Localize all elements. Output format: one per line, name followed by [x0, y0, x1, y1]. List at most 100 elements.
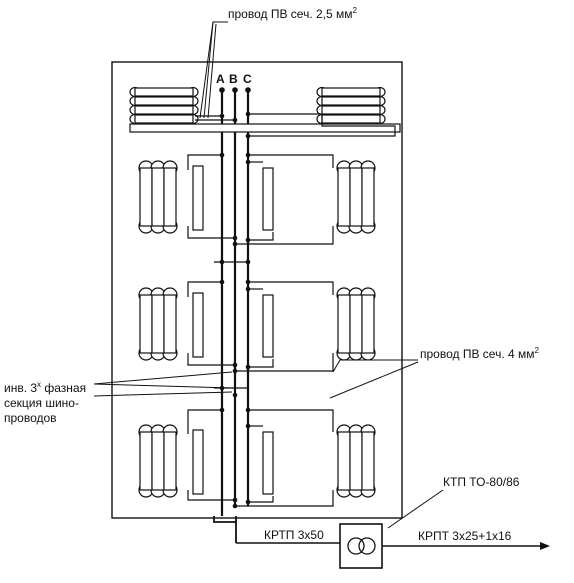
coil-element [349, 294, 363, 354]
coil-element [163, 294, 177, 354]
junction-dot [232, 241, 238, 247]
junction-dot [232, 497, 238, 503]
coil-turn [321, 96, 381, 106]
junction-dot [219, 259, 225, 265]
wire-path [187, 154, 222, 170]
heater-rows [138, 152, 376, 509]
junction-dot [232, 362, 238, 368]
coil-element [151, 431, 165, 491]
junction-dot [219, 152, 225, 158]
leader-busbar-2 [93, 383, 233, 389]
junction-dot [245, 423, 251, 429]
busbar-label-line1: инв. 3х фазная [4, 380, 86, 395]
junction-dot [245, 159, 251, 165]
top-wire [248, 113, 396, 137]
junction-dot [245, 279, 251, 285]
leader-ktp [387, 489, 444, 529]
wire-path [187, 226, 235, 239]
heater-row [138, 407, 376, 509]
heater-element [192, 292, 204, 358]
wire-path [235, 353, 334, 372]
leader-top-3 [207, 23, 217, 119]
busbar-section [213, 87, 251, 543]
top-coil-group [129, 86, 401, 139]
heater-row [138, 279, 376, 374]
coil-element [361, 294, 375, 354]
coil-element [139, 167, 153, 227]
wire-path [248, 409, 334, 432]
junction-dot [245, 133, 251, 139]
heater-row [138, 152, 376, 247]
phase-b-label: B [229, 72, 238, 86]
cable-arrow [540, 542, 550, 550]
busbar-label-line2: секция шино- [4, 396, 79, 410]
coil-element [349, 167, 363, 227]
phase-terminal [245, 87, 251, 93]
coil-element [361, 167, 375, 227]
wire-path [187, 353, 235, 366]
junction-dot [245, 111, 251, 117]
wire-path [248, 232, 274, 241]
busbar-label-line3: проводов [4, 411, 57, 425]
wire-path [235, 490, 334, 507]
coil-element [151, 294, 165, 354]
wire-path [248, 359, 274, 368]
heater-element [192, 165, 204, 231]
heater-element [192, 429, 204, 495]
wire-path [248, 154, 334, 168]
phase-c-label: C [243, 72, 252, 86]
coil-element [361, 431, 375, 491]
junction-dot [232, 368, 238, 374]
leader-4mm-2 [329, 361, 419, 399]
junction-dot [245, 237, 251, 243]
coil-turn [134, 96, 194, 106]
phase-terminal [219, 87, 225, 93]
label-leaders [93, 21, 444, 529]
wire-path [235, 226, 334, 245]
junction-dot [245, 364, 251, 370]
cable-out-label: КРПТ 3х25+1х16 [418, 529, 512, 543]
coil-element [337, 431, 351, 491]
junction-dot [219, 279, 225, 285]
wire-path [187, 409, 222, 434]
junction-dot [245, 259, 251, 265]
coil-element [163, 431, 177, 491]
wire-path [248, 496, 274, 503]
wire-path [248, 281, 334, 295]
winding-primary [347, 537, 365, 555]
junction-dot [219, 407, 225, 413]
winding-secondary [358, 537, 376, 555]
phase-terminal [232, 87, 238, 93]
coil-turn [134, 114, 194, 124]
coil-turn [134, 105, 194, 115]
wire-2-5-label: провод ПВ сеч. 2,5 мм2 [228, 6, 358, 21]
junction-dot [219, 113, 225, 119]
wire-path [187, 281, 222, 297]
leader-busbar-3 [93, 391, 233, 397]
coil-turn [321, 114, 381, 124]
coil-turn [321, 87, 381, 97]
coil-turn [321, 105, 381, 115]
transformer-box [339, 523, 383, 569]
wire-4-label: провод ПВ сеч. 4 мм2 [420, 346, 540, 361]
junction-dot [232, 117, 238, 123]
coil-element [139, 431, 153, 491]
leader-4mm [332, 359, 418, 373]
leader-busbar [93, 371, 233, 385]
coil-element [349, 431, 363, 491]
junction-dot [245, 407, 251, 413]
heater-element [262, 431, 274, 495]
junction-dot [232, 235, 238, 241]
coil-turn [134, 87, 194, 97]
coil-element [139, 294, 153, 354]
transformer-ktp [236, 523, 550, 569]
top-mounting-bar [129, 123, 401, 133]
cable-main-label: КРТП 3х50 [264, 528, 324, 542]
heater-element [262, 167, 274, 231]
coil-element [163, 167, 177, 227]
junction-dot [232, 392, 238, 398]
wire-path [187, 490, 235, 501]
coil-element [337, 294, 351, 354]
coil-element [151, 167, 165, 227]
